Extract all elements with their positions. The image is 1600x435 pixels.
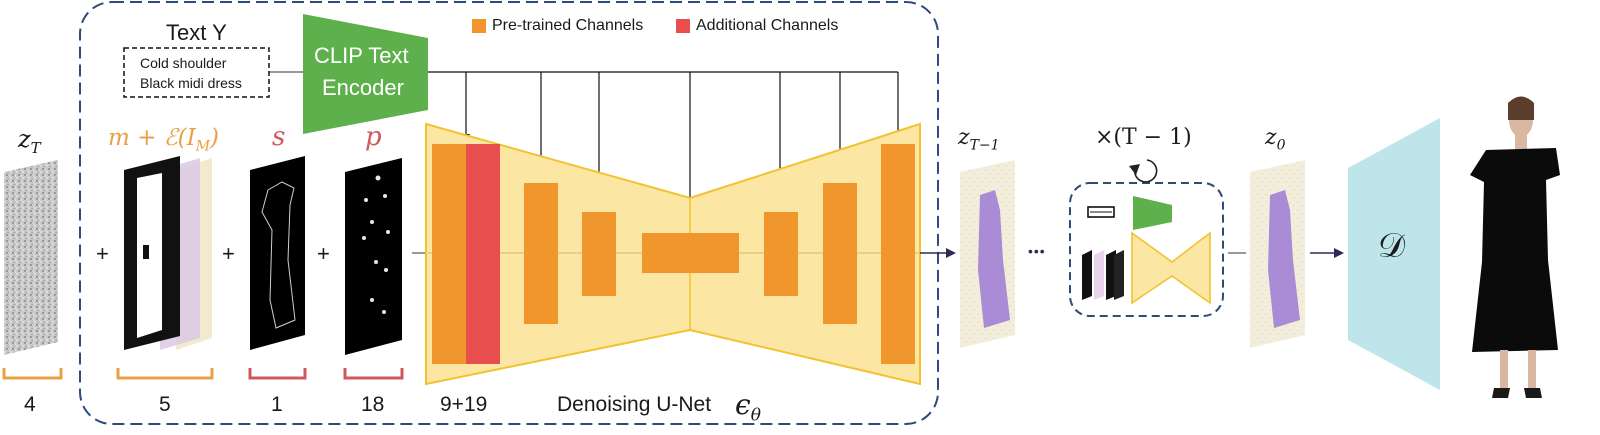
- plus-3: +: [317, 241, 330, 266]
- channels-mask: 5: [159, 393, 171, 416]
- z0-subscript: 0: [1276, 137, 1286, 154]
- encoder-label-line1: CLIP Text: [314, 43, 409, 68]
- zT-label: zT: [18, 125, 41, 157]
- mask-label-subscript: M: [195, 138, 211, 155]
- unet-label: Denoising U-Net: [557, 393, 712, 416]
- clip-text-encoder: [303, 14, 428, 134]
- ellipsis: •••: [1028, 243, 1046, 259]
- z0-dress: [1268, 190, 1300, 328]
- channels-unet: 9+19: [440, 393, 488, 416]
- decoder-trapezoid: [1348, 118, 1440, 390]
- unet-block-mid: [642, 233, 739, 273]
- encoder-label-line2: Encoder: [322, 75, 404, 100]
- zT-noise-image: [4, 160, 58, 355]
- pose-image: [345, 158, 402, 355]
- z0-label: z0: [1265, 125, 1286, 153]
- conditioning-dashed-frame: [79, 1, 939, 425]
- unet-block-additional-input: [466, 144, 500, 364]
- unet-epsilon: ϵ: [735, 388, 751, 421]
- mask-label-main: m + ℰ(I: [108, 125, 196, 151]
- unet-theta: θ: [750, 405, 761, 426]
- plus-1: +: [96, 241, 109, 266]
- text-y-title: Text Y: [166, 20, 227, 45]
- bracket-s: [248, 368, 307, 380]
- text-y-line1: Cold shoulder: [140, 55, 227, 71]
- mask-spot: [143, 245, 149, 259]
- z0-symbol: z: [1265, 125, 1277, 150]
- mask-label: m + ℰ(IM): [108, 125, 219, 155]
- pose-label: p: [365, 122, 382, 152]
- mask-label-close: ): [210, 125, 220, 151]
- channels-p: 18: [361, 393, 385, 416]
- legend-swatch-orange: [472, 19, 486, 33]
- legend-additional: Additional Channels: [676, 17, 838, 35]
- mini-encoder: [1133, 196, 1172, 230]
- unet-block-up-2: [823, 183, 857, 324]
- repeat-label: ×(T − 1): [1095, 125, 1192, 150]
- mini-unet: [1131, 231, 1211, 305]
- unet-symbol: ϵθ: [735, 388, 761, 426]
- output-image: [1470, 96, 1560, 398]
- pose-keypoints: [362, 175, 390, 314]
- zT1-subscript: T−1: [969, 137, 1000, 154]
- bracket-p: [343, 368, 404, 380]
- loop-arrow-icon: [1133, 159, 1158, 183]
- legend-swatch-red: [676, 19, 690, 33]
- mini-input-stack: [1082, 250, 1124, 300]
- zT-symbol: z: [18, 125, 31, 153]
- mask-white-region: [137, 173, 162, 338]
- zT1-dress: [978, 190, 1010, 328]
- sketch-outline: [261, 181, 296, 329]
- channels-s: 1: [271, 393, 283, 416]
- sketch-label: s: [272, 122, 286, 152]
- zT-subscript: T: [30, 138, 41, 157]
- bracket-zT: [2, 368, 63, 380]
- unet-block-down-1: [524, 183, 558, 324]
- zT1-label: zT−1: [958, 125, 1000, 153]
- unet-block-output: [881, 144, 915, 364]
- plus-2: +: [222, 241, 235, 266]
- channels-zT: 4: [24, 393, 36, 416]
- zT1-symbol: z: [958, 125, 970, 150]
- decoder-label: 𝒟: [1378, 226, 1406, 266]
- unet-block-up-1: [764, 212, 798, 296]
- legend-pretrained: Pre-trained Channels: [472, 17, 643, 35]
- loop-arrow-head: [1129, 164, 1140, 175]
- legend-pretrained-label: Pre-trained Channels: [492, 17, 644, 34]
- legend-additional-label: Additional Channels: [696, 17, 839, 34]
- repeat-loop-box: [1069, 182, 1224, 317]
- unet-block-pretrained-input: [432, 144, 466, 364]
- text-y-line2: Black midi dress: [140, 75, 242, 91]
- bracket-mask: [116, 368, 214, 380]
- unet-block-down-2: [582, 212, 616, 296]
